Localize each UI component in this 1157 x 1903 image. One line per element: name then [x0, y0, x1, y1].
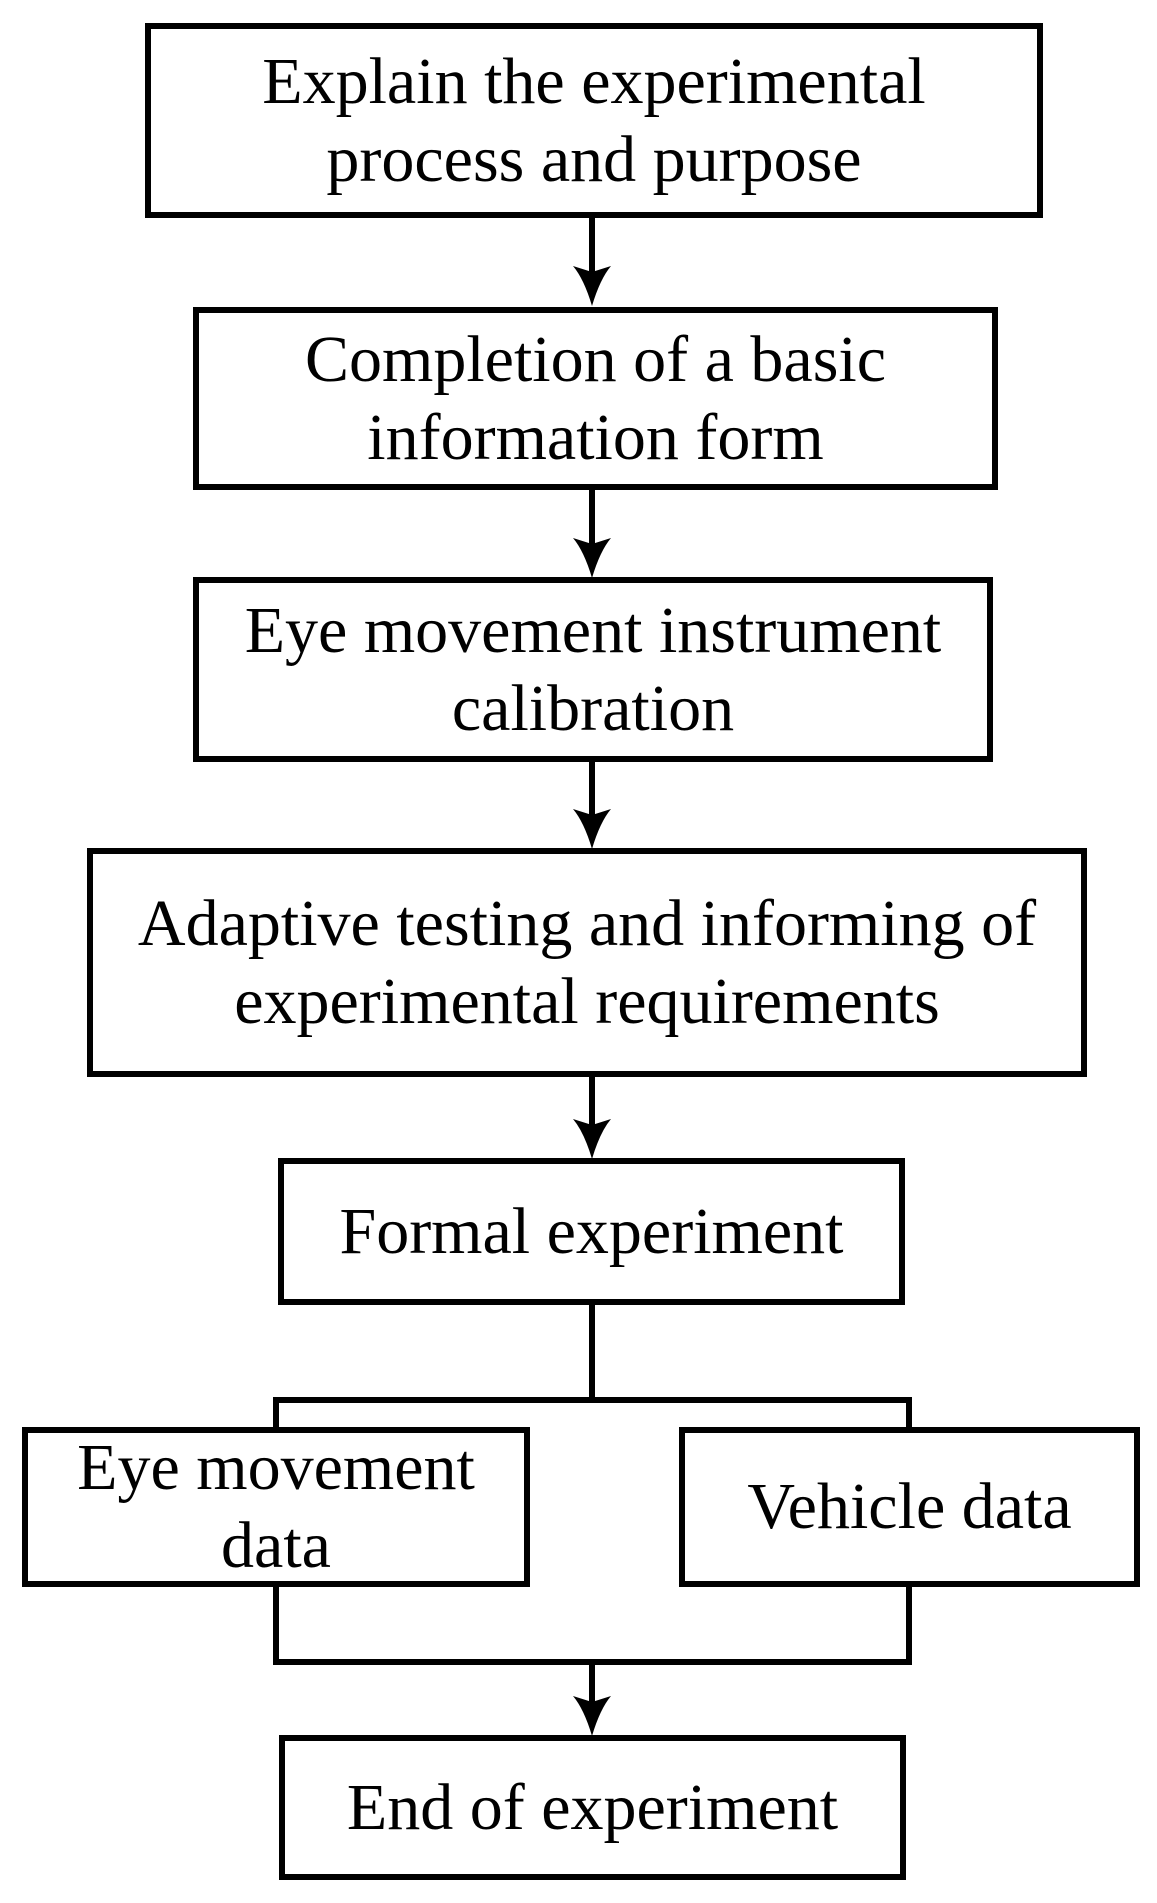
arrowhead-to-end [573, 1696, 611, 1736]
node-eye-calibration: Eye movement instrument calibration [193, 577, 993, 762]
node-explain-process: Explain the experimental process and pur… [145, 23, 1043, 218]
arrowhead-to-adaptive [573, 809, 611, 849]
node-eye-movement-data: Eye movement data [22, 1427, 530, 1587]
node-formal-experiment: Formal experiment [278, 1158, 905, 1305]
arrowhead-to-calibration [573, 538, 611, 578]
node-vehicle-data: Vehicle data [679, 1427, 1140, 1587]
arrowhead-to-formal [573, 1119, 611, 1159]
node-end-of-experiment: End of experiment [279, 1735, 906, 1880]
node-basic-info-form: Completion of a basic information form [193, 307, 998, 490]
arrowhead-to-basicinfo [573, 266, 611, 306]
node-adaptive-testing: Adaptive testing and informing of experi… [87, 848, 1087, 1077]
